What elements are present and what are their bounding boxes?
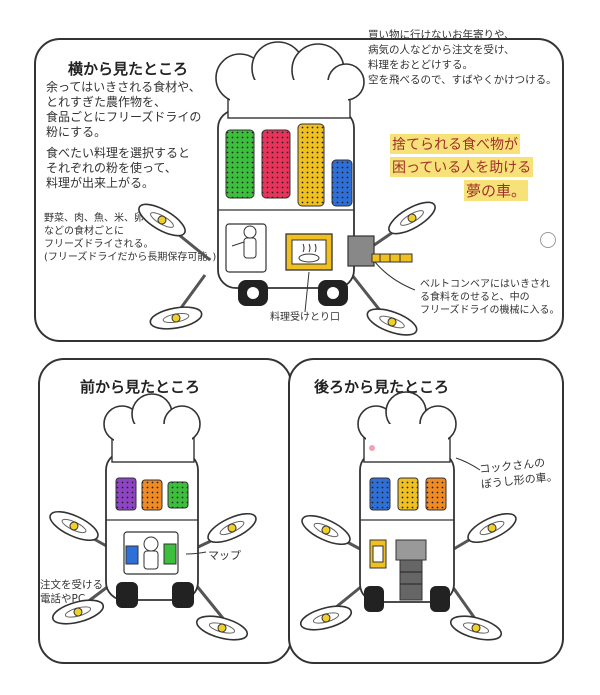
slogan-block: 捨てられる食べ物が 困っている人を助ける 夢の車。	[390, 134, 556, 201]
side-top-right-note: 買い物に行けないお年寄りや、 病気の人などから注文を受け、 料理をおとどけする。…	[368, 29, 557, 86]
conveyor-belt-icon	[395, 539, 427, 601]
slogan-line-3: 夢の車。	[464, 180, 529, 201]
back-view-title: 後ろから見たところ	[314, 378, 450, 396]
food-tank-icon	[225, 123, 353, 207]
wheel-icon	[116, 582, 194, 608]
side-view-title: 横から見たところ	[68, 60, 189, 78]
conveyor-note: ベルトコンベアにはいきされ る食料をのせると、中の フリーズドライの機械に入る。	[420, 279, 560, 316]
map-label: マップ	[208, 549, 241, 562]
wheel-icon	[364, 586, 450, 612]
chef-hat-icon	[103, 393, 201, 463]
map-screen-icon	[163, 543, 177, 565]
front-vehicle-body	[105, 451, 199, 601]
receive-port-label: 料理受けとり口	[270, 312, 340, 323]
food-tank-icon	[369, 477, 447, 511]
food-tank-icon	[115, 477, 189, 511]
driver-figure-icon	[225, 223, 267, 273]
back-vehicle	[297, 391, 521, 646]
slogan-line-2: 困っている人を助ける	[390, 157, 534, 177]
chef-hat-icon	[357, 391, 457, 463]
wheel-icon	[238, 280, 348, 306]
steaming-dish-icon	[285, 233, 333, 271]
side-desc-3: 野菜、肉、魚、米、卵 などの食材ごとに フリーズドライされる。 (フリーズドライ…	[44, 213, 217, 263]
side-vehicle	[133, 41, 441, 342]
conveyor-belt-icon	[347, 235, 413, 267]
side-desc-2: 食べたい料理を選択すると それぞれの粉を使って、 料理が出来上がる。	[46, 146, 191, 190]
front-vehicle	[45, 393, 261, 646]
side-desc-1: 余ってはいきされる食材や、 とれすぎた農作物を、 食品ごとにフリーズドライの 粉…	[46, 80, 202, 139]
slogan-line-1: 捨てられる食べ物が	[390, 134, 520, 154]
steaming-dish-icon	[369, 539, 387, 569]
front-view-title: 前から見たところ	[80, 378, 201, 396]
chef-hat-icon	[215, 41, 365, 119]
binder-hole-top	[540, 232, 556, 248]
